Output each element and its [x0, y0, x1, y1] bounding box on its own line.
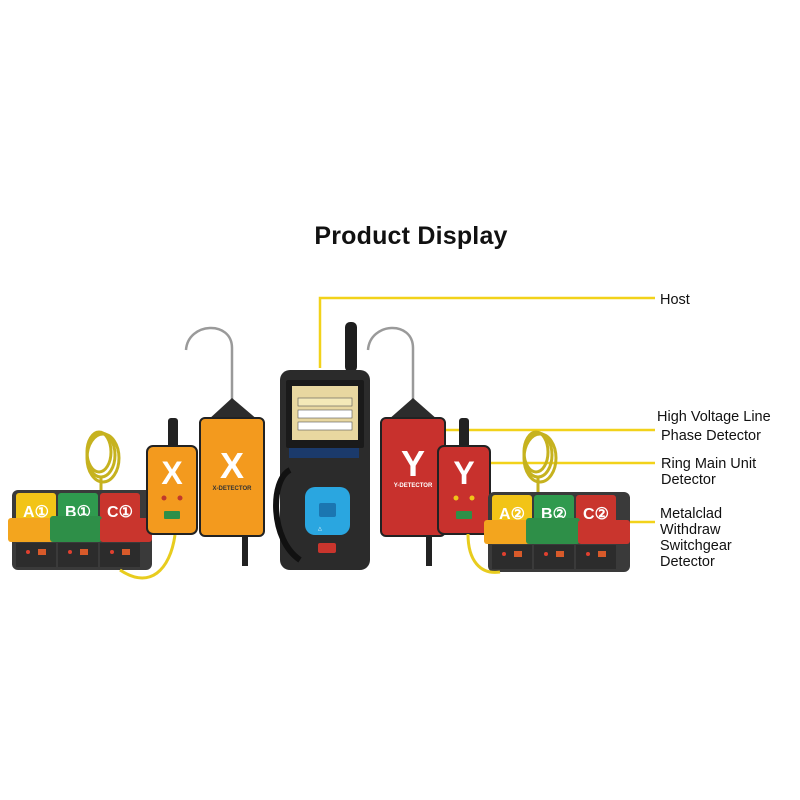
y-detector-large-label: Y-DETECTOR	[394, 483, 433, 489]
svg-text:△: △	[318, 526, 322, 532]
left-strap-orange	[8, 518, 58, 542]
label-mws-line2: Withdraw	[660, 522, 721, 538]
right-strap-orange	[484, 520, 534, 544]
y-detector-small-body	[437, 445, 491, 535]
left-strap-green	[50, 516, 102, 542]
x-detector-small-body	[146, 445, 198, 535]
x-detector-large: X X-DETECTOR	[184, 326, 265, 566]
label-metalclad: Metalclad Withdraw Switchgear Detector	[660, 506, 732, 570]
y-detector-small-letter: Y	[453, 455, 474, 491]
left-sensor-c-label: C①	[107, 504, 133, 521]
x-detector-small-letter: X	[161, 455, 183, 491]
right-sensor-cluster: A② B② C②	[466, 430, 630, 574]
right-ground-wire	[522, 430, 558, 495]
x-detector-small: X	[146, 418, 198, 535]
left-sensor-cluster: A① B① C①	[8, 430, 177, 580]
label-hv-line1: High Voltage Line	[657, 409, 771, 425]
page-title: Product Display	[314, 222, 508, 250]
label-rmu: Ring Main Unit Detector	[661, 456, 756, 488]
label-rmu-line2: Detector	[661, 472, 716, 488]
label-host: Host	[660, 292, 690, 308]
right-strap-green	[526, 518, 580, 544]
left-sensor-a-label: A①	[23, 504, 49, 521]
host-antenna	[345, 322, 357, 372]
label-rmu-line1: Ring Main Unit	[661, 456, 757, 472]
left-strap-red	[100, 518, 152, 542]
label-mws-line1: Metalclad	[660, 506, 723, 522]
x-detector-large-label: X-DETECTOR	[213, 486, 253, 492]
label-mws-line4: Detector	[660, 554, 715, 570]
x-detector-hook	[184, 326, 234, 405]
x-detector-large-letter: X	[220, 445, 244, 486]
host-power-button	[318, 543, 336, 553]
x-detector-large-body	[199, 417, 265, 537]
left-ground-wire	[85, 430, 121, 495]
right-sensor-c-label: C②	[583, 506, 609, 523]
right-sensor-a-label: A②	[499, 506, 525, 523]
y-detector-small: Y	[437, 418, 491, 535]
y-detector-large-letter: Y	[401, 443, 425, 484]
right-strap-red	[578, 520, 630, 544]
host-device: △	[273, 322, 370, 570]
leader-line-host	[318, 296, 655, 368]
label-mws-line3: Switchgear	[660, 538, 732, 554]
label-hv-line2: Phase Detector	[661, 428, 761, 444]
y-detector-hook	[366, 326, 415, 405]
y-detector-large: Y Y-DETECTOR	[366, 326, 446, 566]
leader-lines	[318, 296, 655, 524]
